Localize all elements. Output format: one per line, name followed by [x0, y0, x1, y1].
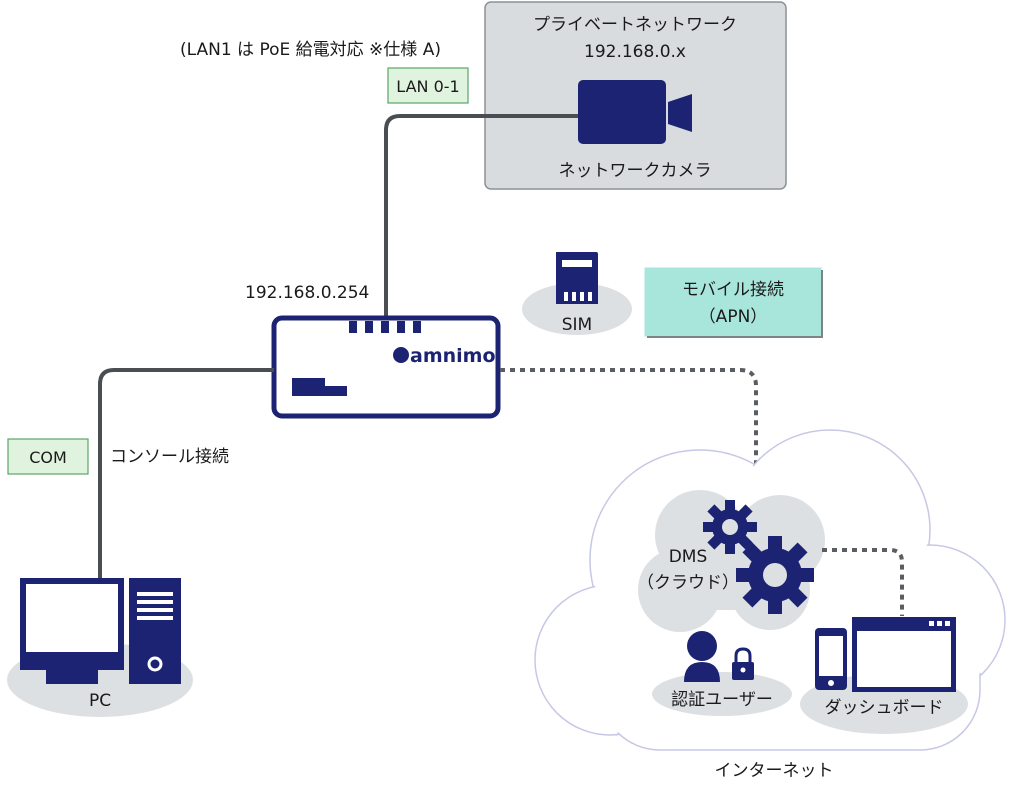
- monitor-icon: [20, 578, 124, 684]
- dms-line2: （クラウド）: [637, 573, 739, 593]
- internet-cloud: DMS （クラウド）: [534, 429, 1006, 751]
- camera-icon: [578, 80, 692, 144]
- sim-label: SIM: [562, 315, 592, 335]
- pc-label: PC: [89, 691, 111, 711]
- camera-label: ネットワークカメラ: [559, 161, 712, 181]
- com-tag: COM: [7, 438, 89, 475]
- lan-tag: LAN 0-1: [387, 67, 469, 104]
- private-network-subnet: 192.168.0.x: [584, 42, 686, 62]
- router-device: amnimo: [271, 315, 501, 419]
- router-status-block: [292, 378, 347, 396]
- lock-icon: [732, 647, 754, 680]
- internet-link: [500, 368, 758, 480]
- mobile-connection-box: モバイル接続 （APN）: [644, 267, 823, 338]
- internet-label: インターネット: [715, 761, 834, 781]
- poe-note: (LAN1 は PoE 給電対応 ※仕様 A): [180, 40, 441, 60]
- private-network-title: プライベートネットワーク: [533, 15, 737, 35]
- mobile-line1: モバイル接続: [682, 280, 784, 300]
- user-icon: [684, 631, 720, 682]
- browser-window-icon: [852, 617, 956, 692]
- console-label: コンソール接続: [110, 447, 229, 467]
- auth-label: 認証ユーザー: [671, 690, 773, 710]
- router-ip: 192.168.0.254: [245, 283, 369, 303]
- lan-cable: [384, 114, 578, 318]
- lan-tag-label: LAN 0-1: [396, 77, 459, 96]
- mobile-line2: （APN）: [699, 307, 768, 327]
- router-brand: amnimo: [410, 345, 496, 367]
- small-gear-icon: [703, 500, 757, 554]
- auth-user-group: 認証ユーザー: [652, 631, 792, 716]
- pc-tower-icon: [129, 578, 181, 684]
- pc-group: PC: [7, 578, 193, 717]
- smartphone-icon: [815, 628, 847, 690]
- sim-card-icon: [556, 252, 598, 304]
- dashboard-group: ダッシュボード: [800, 617, 968, 734]
- sim-group: SIM: [522, 252, 632, 335]
- large-gear-icon: [736, 536, 814, 614]
- com-tag-label: COM: [29, 448, 67, 467]
- lan-ports: [349, 321, 421, 333]
- dms-line1: DMS: [669, 547, 708, 567]
- console-cable: [98, 368, 274, 580]
- dashboard-label: ダッシュボード: [825, 698, 944, 718]
- private-network-box: プライベートネットワーク 192.168.0.x ネットワークカメラ: [484, 1, 787, 190]
- amnimo-logo-icon: [393, 347, 409, 363]
